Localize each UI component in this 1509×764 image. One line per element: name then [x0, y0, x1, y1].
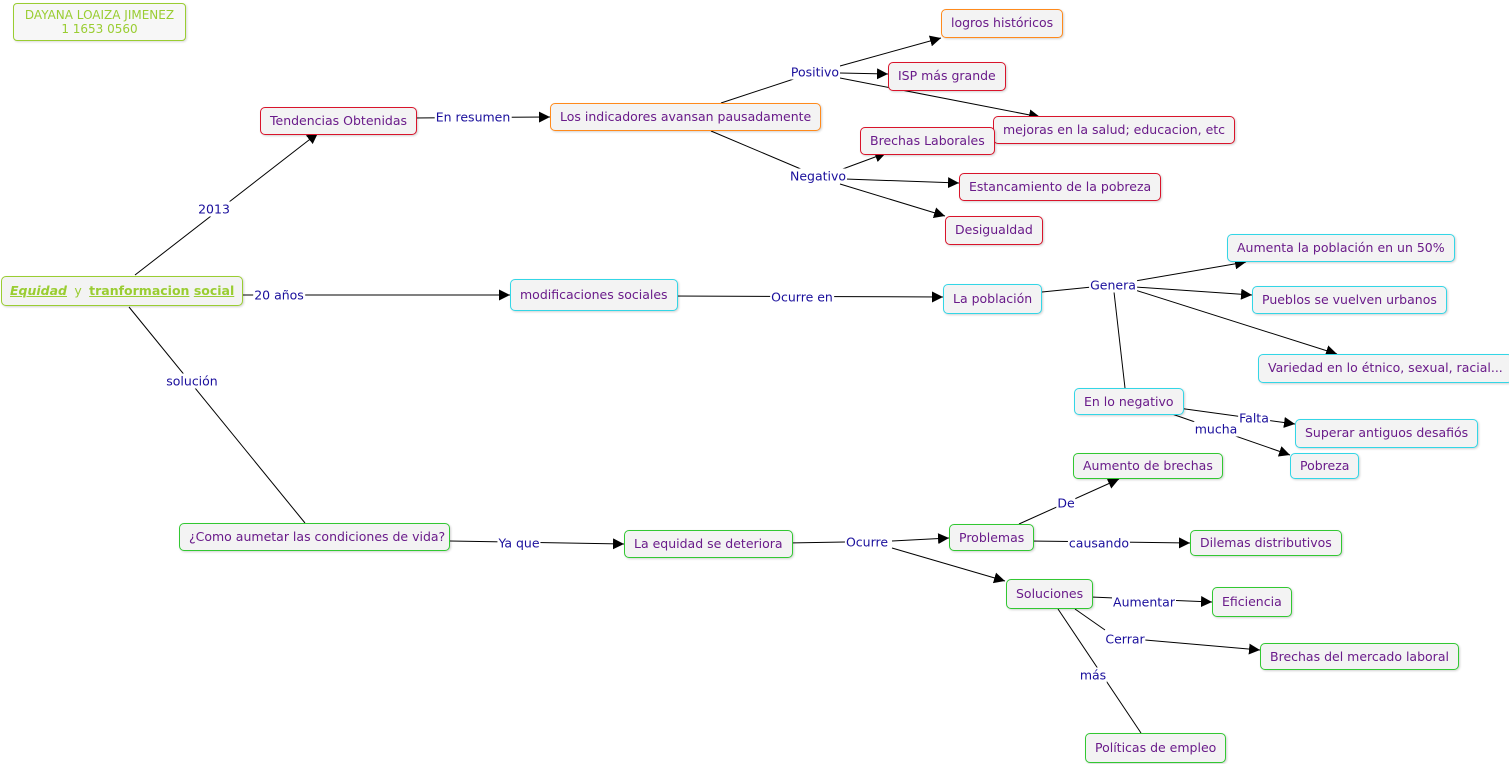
- link-label-ocurre-en: Ocurre en: [770, 289, 834, 305]
- author-box: DAYANA LOAIZA JIMENEZ 1 1653 0560: [13, 3, 186, 41]
- link-label-positivo: Positivo: [789, 64, 841, 80]
- root-word-y: y: [74, 283, 82, 298]
- node-brechas-laborales[interactable]: Brechas Laborales: [860, 127, 995, 155]
- node-modificaciones-sociales[interactable]: modificaciones sociales: [510, 279, 678, 311]
- link-label-20-anos: 20 años: [253, 287, 305, 303]
- node-aumento-brechas[interactable]: Aumento de brechas: [1073, 453, 1223, 479]
- node-aumenta-poblacion[interactable]: Aumenta la población en un 50%: [1227, 234, 1455, 262]
- link-label-ocurre: Ocurre: [844, 534, 890, 550]
- node-indicadores[interactable]: Los indicadores avansan pausadamente: [550, 103, 822, 131]
- node-la-poblacion[interactable]: La población: [943, 284, 1042, 314]
- node-dilemas-distributivos[interactable]: Dilemas distributivos: [1190, 530, 1342, 556]
- node-pobreza[interactable]: Pobreza: [1290, 453, 1360, 479]
- node-soluciones[interactable]: Soluciones: [1006, 579, 1094, 609]
- link-label-de: De: [1056, 495, 1076, 511]
- author-id: 1 1653 0560: [61, 22, 138, 36]
- node-politicas-empleo[interactable]: Políticas de empleo: [1085, 733, 1227, 763]
- node-brechas-mercado[interactable]: Brechas del mercado laboral: [1260, 643, 1459, 670]
- node-variedad[interactable]: Variedad en lo étnico, sexual, racial...: [1258, 354, 1509, 383]
- link-label-solucion: solución: [165, 373, 219, 389]
- root-word-tranformacion: tranformacion: [89, 283, 190, 298]
- link-label-falta: Falta: [1238, 410, 1270, 426]
- node-en-lo-negativo[interactable]: En lo negativo: [1074, 388, 1184, 415]
- link-label-mas: más: [1078, 667, 1108, 683]
- node-estancamiento[interactable]: Estancamiento de la pobreza: [959, 173, 1162, 201]
- link-label-causando: causando: [1067, 535, 1131, 551]
- node-superar-desafios[interactable]: Superar antiguos desafiós: [1295, 419, 1479, 448]
- link-label-genera: Genera: [1089, 277, 1137, 293]
- link-label-cerrar: Cerrar: [1104, 631, 1146, 647]
- node-eficiencia[interactable]: Eficiencia: [1212, 587, 1292, 617]
- node-logros-historicos[interactable]: logros históricos: [941, 9, 1064, 38]
- node-isp[interactable]: ISP más grande: [888, 62, 1006, 91]
- node-mejoras[interactable]: mejoras en la salud; educacion, etc: [993, 116, 1236, 144]
- node-tendencias-obtenidas[interactable]: Tendencias Obtenidas: [260, 107, 418, 135]
- link-label-aumentar: Aumentar: [1112, 594, 1176, 610]
- node-equidad-deteriora[interactable]: La equidad se deteriora: [624, 530, 793, 558]
- root-word-equidad: Equidad: [10, 283, 68, 298]
- link-label-negativo: Negativo: [788, 168, 848, 184]
- link-label-mucha: mucha: [1193, 421, 1239, 437]
- root-concept-node[interactable]: Equidad y tranformacion social: [1, 276, 244, 306]
- root-word-social: social: [193, 283, 235, 298]
- node-como-aumentar[interactable]: ¿Como aumetar las condiciones de vida?: [179, 523, 450, 551]
- link-label-2013: 2013: [197, 201, 231, 217]
- node-problemas[interactable]: Problemas: [949, 524, 1035, 551]
- link-label-en-resumen: En resumen: [434, 109, 512, 125]
- author-name: DAYANA LOAIZA JIMENEZ: [24, 8, 175, 22]
- link-label-ya-que: Ya que: [497, 535, 541, 551]
- node-desigualdad[interactable]: Desigualdad: [945, 216, 1043, 245]
- node-pueblos-urbanos[interactable]: Pueblos se vuelven urbanos: [1252, 286, 1447, 314]
